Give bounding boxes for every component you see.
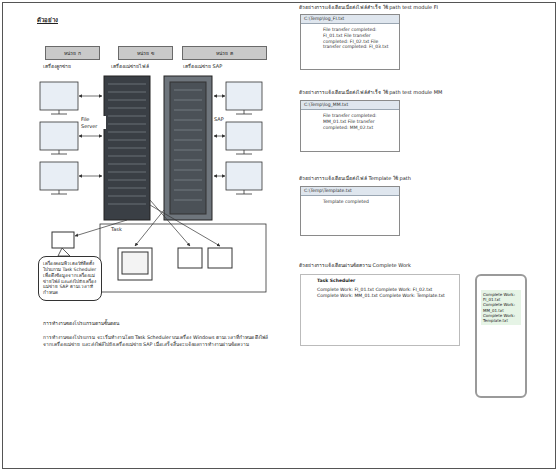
heading: ตัวอย่าง: [36, 16, 59, 24]
task-label: Task: [110, 226, 123, 233]
screenshot-window: C:\Temp\Template.txtTemplate completed: [300, 186, 400, 236]
node-text: Complete Work: FI_01.txt Complete Work: …: [317, 287, 455, 299]
node-title: หน่วย ก: [48, 49, 97, 57]
phone-screenshot: Complete Work: FI_01.txt Complete Work: …: [475, 274, 527, 398]
unit-bar: หน่วย ข: [118, 46, 173, 60]
node-text: File transfer completed: MM_01.txt File …: [301, 110, 399, 134]
unit-bar: หน่วย ก: [45, 46, 100, 60]
body-text: การทำงานของโปรแกรม จะเริ่มทำงานโดย Task …: [42, 334, 276, 349]
node-title: Complete Work: FI_01.txt Complete Work: …: [481, 290, 521, 325]
node-text: Template completed: [301, 196, 399, 208]
node-title: เครื่องคอมพิวเตอร์ที่ติดตั้งโปรแกรม Task…: [43, 261, 97, 296]
caption: ตัวอย่างการแจ้งเตือนเมื่อส่งไฟล์สำเร็จ ใ…: [298, 89, 443, 96]
screenshot-window: C:\Temp\log_FI.txtFile transfer complete…: [300, 14, 400, 70]
caption: เครื่องลูกข่าย: [42, 63, 72, 70]
node-title: หน่วย ค: [185, 49, 264, 57]
caption: ตัวอย่างการแจ้งเตือนเมื่อส่งไฟล์ Templat…: [298, 175, 412, 182]
server-label: File Server: [80, 116, 106, 129]
node-title: หน่วย ข: [121, 49, 170, 57]
caption: ตัวอย่างการแจ้งเตือนเมื่อส่งไฟล์สำเร็จ ใ…: [298, 4, 439, 11]
section-heading: การทำงานของโปรแกรมตามขั้นตอน: [42, 320, 120, 327]
server-label: SAP: [213, 116, 225, 123]
node-title: C:\Temp\log_FI.txt: [301, 15, 399, 24]
node-title: C:\Temp\log_MM.txt: [301, 101, 399, 110]
node-title: C:\Temp\Template.txt: [301, 187, 399, 196]
caption: ตัวอย่างการแจ้งเตือนผ่านข้อความ Complete…: [298, 262, 412, 269]
node-title: Task Scheduler: [317, 278, 455, 284]
chat-screenshot: Task SchedulerComplete Work: FI_01.txt C…: [300, 274, 460, 346]
caption: เครื่องแม่ข่าย SAP: [182, 63, 223, 70]
screenshot-window: C:\Temp\log_MM.txtFile transfer complete…: [300, 100, 400, 152]
unit-bar: หน่วย ค: [182, 46, 267, 60]
callout-bubble: เครื่องคอมพิวเตอร์ที่ติดตั้งโปรแกรม Task…: [38, 256, 102, 301]
node-text: File transfer completed: FI_01.txt File …: [301, 24, 399, 53]
caption: เครื่องแม่ข่ายไฟล์: [110, 63, 150, 70]
